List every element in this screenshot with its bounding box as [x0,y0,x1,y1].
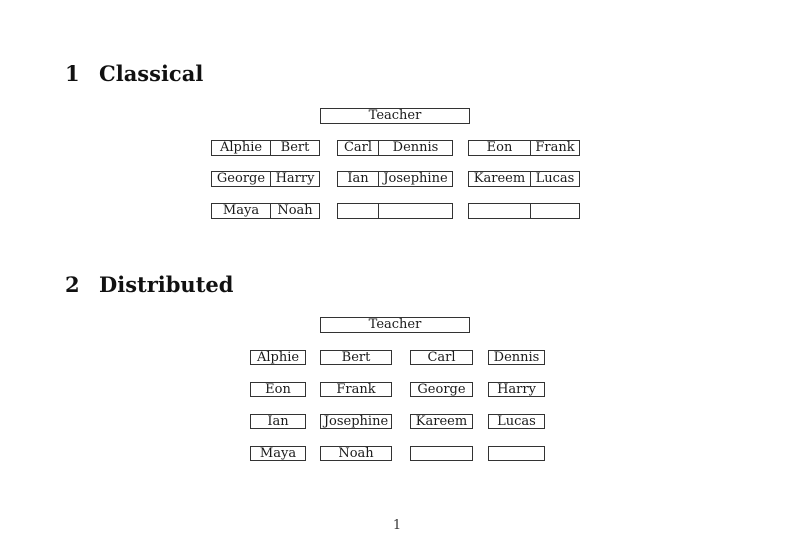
seat-right: Josephine [378,172,452,186]
seat-distributed-r4-c1: Maya [250,446,306,461]
desk-classical-r3-c2-empty [337,203,453,219]
desk-classical-r1-c2: Carl Dennis [337,140,453,156]
section-heading-classical: 1 Classical [65,63,203,84]
desk-classical-r2-c3: Kareem Lucas [468,171,580,187]
seat-right: Frank [530,141,579,155]
seat-distributed-r1-c3: Carl [410,350,473,365]
teacher-label-distributed: Teacher [368,317,422,332]
desk-classical-r3-c3-empty [468,203,580,219]
seat-right: Dennis [378,141,452,155]
seat-distributed-r1-c2: Bert [320,350,392,365]
seat-distributed-r3-c1: Ian [250,414,306,429]
section-heading-distributed: 2 Distributed [65,274,233,295]
teacher-box-distributed: Teacher [320,317,470,333]
seat-distributed-r3-c4: Lucas [488,414,545,429]
desk-classical-r1-c3: Eon Frank [468,140,580,156]
seat-right-empty [530,204,579,218]
seat-left: Eon [486,141,513,155]
teacher-label-classical: Teacher [368,108,422,123]
teacher-box-classical: Teacher [320,108,470,124]
seat-left: Kareem [473,172,526,186]
seat-left: Ian [347,172,369,186]
desk-classical-r2-c1: George Harry [211,171,320,187]
desk-classical-r2-c2: Ian Josephine [337,171,453,187]
seat-distributed-r2-c4: Harry [488,382,545,397]
seat-distributed-r4-c4-empty [488,446,545,461]
seat-left: Carl [343,141,373,155]
seat-distributed-r3-c3: Kareem [410,414,473,429]
seat-left-empty [469,204,530,218]
seat-right: Lucas [530,172,579,186]
desk-classical-r3-c1: Maya Noah [211,203,320,219]
seat-distributed-r2-c1: Eon [250,382,306,397]
section-title-classical: Classical [99,61,204,86]
desk-classical-r1-c1: Alphie Bert [211,140,320,156]
seat-distributed-r2-c3: George [410,382,473,397]
seat-right: Harry [270,172,319,186]
seat-left: Maya [222,204,260,218]
seat-distributed-r4-c2: Noah [320,446,392,461]
seat-left-empty [338,204,378,218]
seat-right-empty [378,204,452,218]
seat-right: Noah [270,204,319,218]
seat-distributed-r1-c4: Dennis [488,350,545,365]
section-number-distributed: 2 [65,272,80,297]
seat-distributed-r3-c2: Josephine [320,414,392,429]
page-number: 1 [392,518,402,533]
seat-distributed-r4-c3-empty [410,446,473,461]
seat-distributed-r2-c2: Frank [320,382,392,397]
section-number-classical: 1 [65,61,80,86]
seat-distributed-r1-c1: Alphie [250,350,306,365]
seat-right: Bert [270,141,319,155]
section-title-distributed: Distributed [99,272,234,297]
seat-left: Alphie [219,141,263,155]
seat-left: George [216,172,266,186]
